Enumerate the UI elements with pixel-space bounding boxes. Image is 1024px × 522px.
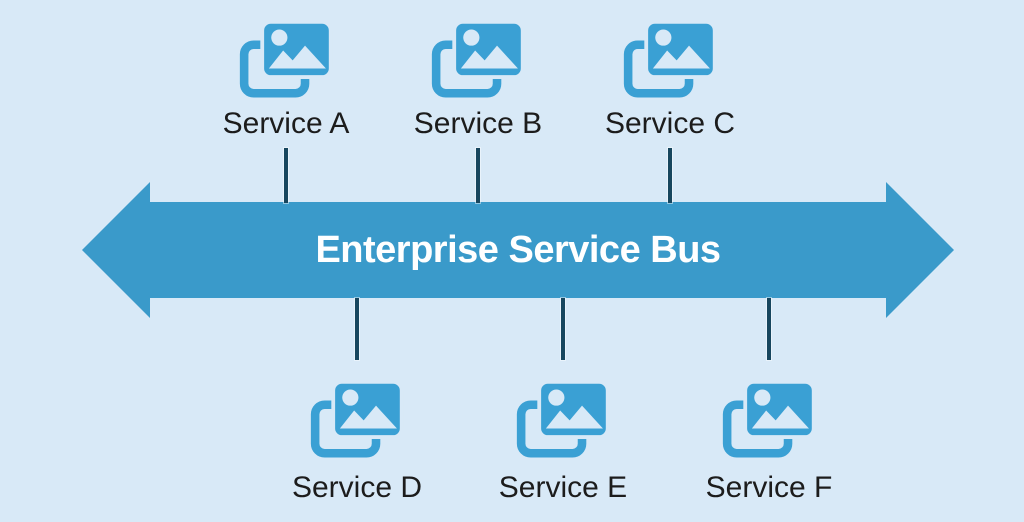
service-e: Service E	[463, 380, 663, 505]
service-label: Service F	[705, 471, 833, 504]
photos-icon	[431, 20, 525, 98]
service-label: Service A	[222, 107, 350, 140]
connector-service-e	[561, 298, 565, 360]
photos-icon	[516, 380, 610, 458]
photos-icon	[310, 380, 404, 458]
service-d: Service D	[257, 380, 457, 505]
bus-arrow-shape	[82, 182, 954, 318]
service-b: Service B	[378, 20, 578, 141]
service-label: Service C	[604, 107, 736, 140]
connector-service-c	[668, 148, 672, 203]
service-f: Service F	[669, 380, 869, 505]
photos-icon	[722, 380, 816, 458]
service-a: Service A	[186, 20, 386, 141]
service-label: Service B	[413, 107, 543, 140]
connector-service-a	[284, 148, 288, 203]
connector-service-f	[767, 298, 771, 360]
photos-icon	[239, 20, 333, 98]
service-label: Service D	[291, 471, 423, 504]
connector-service-d	[355, 298, 359, 360]
photos-icon	[623, 20, 717, 98]
service-c: Service C	[570, 20, 770, 141]
bus-title: Enterprise Service Bus	[315, 228, 721, 271]
service-label: Service E	[498, 471, 628, 504]
connector-service-b	[476, 148, 480, 203]
